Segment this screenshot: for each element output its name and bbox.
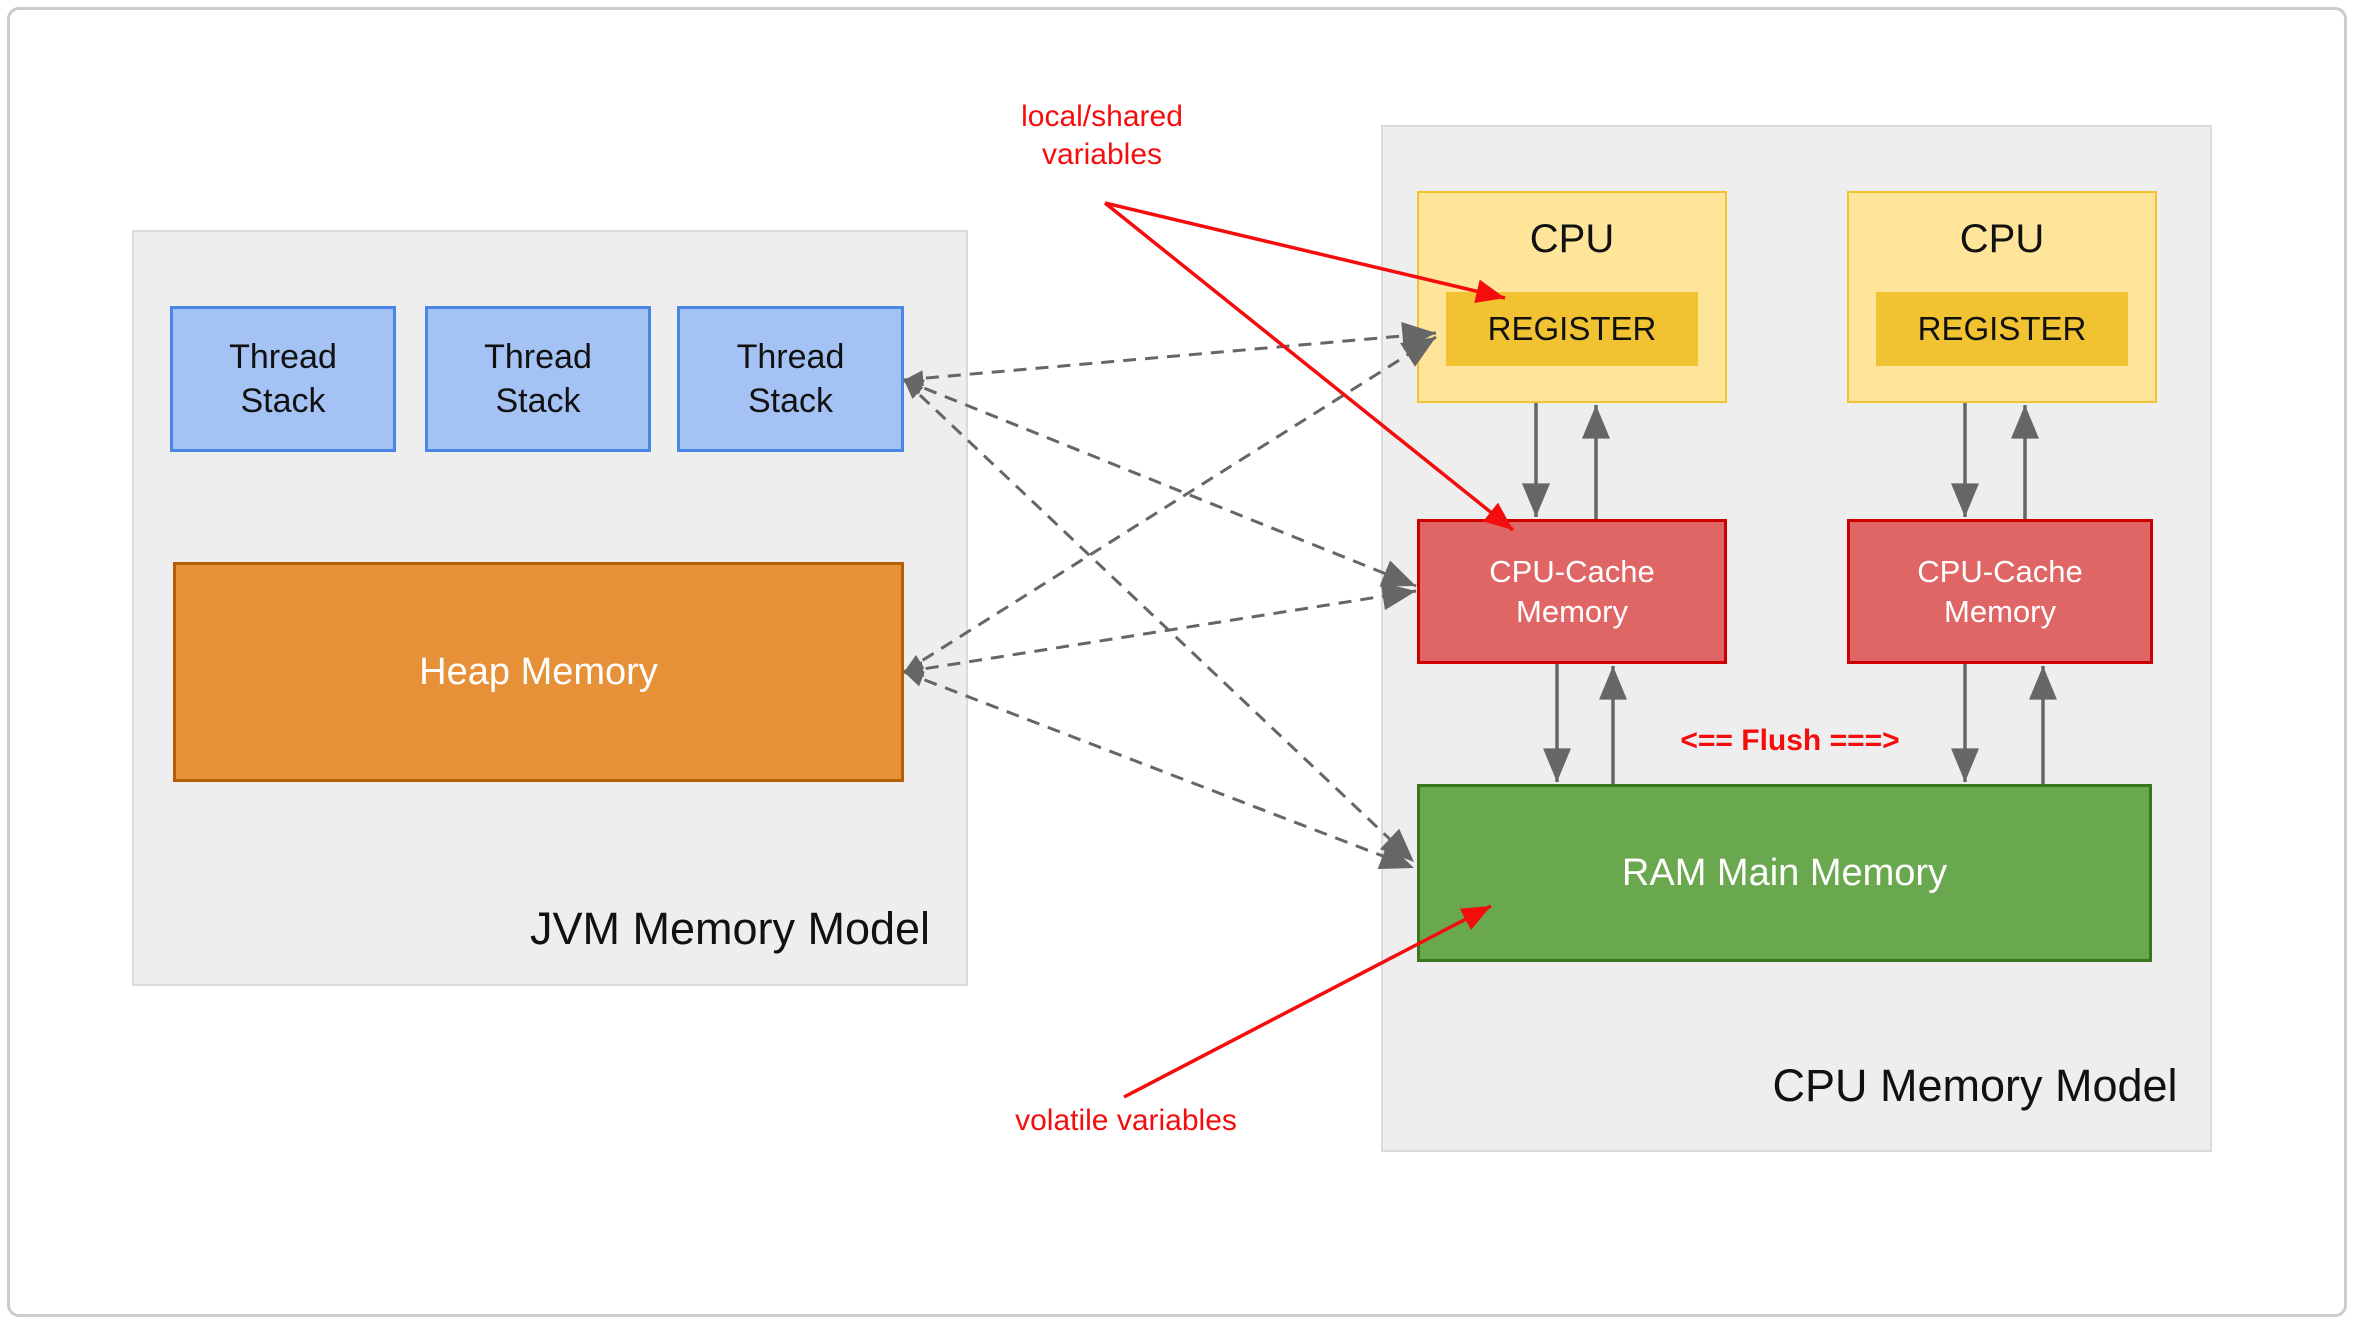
cpu-1-box: CPU REGISTER	[1417, 191, 1727, 403]
dashed-edges	[902, 322, 1437, 870]
thread-stack-2-label: Thread Stack	[484, 338, 592, 420]
cpu-cache-2-box: CPU-Cache Memory	[1847, 519, 2153, 664]
volatile-variables-annotation: volatile variables	[1015, 1104, 1237, 1137]
cpu-1-label: CPU	[1529, 217, 1615, 261]
local-shared-variables-annotation: local/shared variables	[1021, 100, 1183, 171]
register-2-label: REGISTER	[1917, 310, 2087, 347]
heap-memory-box: Heap Memory	[173, 562, 904, 782]
thread-stack-1-box: Thread Stack	[170, 306, 396, 452]
cpu-2-box: CPU REGISTER	[1847, 191, 2157, 403]
ram-main-memory-box: RAM Main Memory	[1417, 784, 2152, 962]
jvm-memory-model-title: JVM Memory Model	[529, 903, 931, 954]
thread-stack-3-label: Thread Stack	[736, 338, 845, 420]
cpu-cache-2-label: CPU-Cache Memory	[1917, 553, 2083, 629]
edge-threadstack-cache	[903, 378, 1417, 588]
thread-stack-1-label: Thread Stack	[229, 338, 337, 420]
cpu-cache-1-label: CPU-Cache Memory	[1489, 553, 1655, 629]
register-1-box: REGISTER	[1446, 292, 1698, 366]
register-2-box: REGISTER	[1876, 292, 2128, 366]
cpu-cache-1-box: CPU-Cache Memory	[1417, 519, 1727, 664]
edge-heap-ram	[903, 670, 1415, 870]
edge-threadstack-ram	[902, 378, 1416, 864]
thread-stack-2-box: Thread Stack	[425, 306, 651, 452]
ram-main-memory-label: RAM Main Memory	[1621, 851, 1948, 894]
cpu-2-label: CPU	[1959, 217, 2045, 261]
register-1-label: REGISTER	[1487, 310, 1657, 347]
thread-stack-3-box: Thread Stack	[677, 306, 904, 452]
edge-heap-cache	[903, 582, 1417, 677]
edge-heap-register	[903, 335, 1437, 674]
heap-memory-label: Heap Memory	[419, 650, 658, 693]
flush-annotation: <== Flush ===>	[1680, 724, 1900, 757]
cpu-memory-model-title: CPU Memory Model	[1772, 1060, 2178, 1111]
edge-threadstack-register	[903, 322, 1437, 387]
